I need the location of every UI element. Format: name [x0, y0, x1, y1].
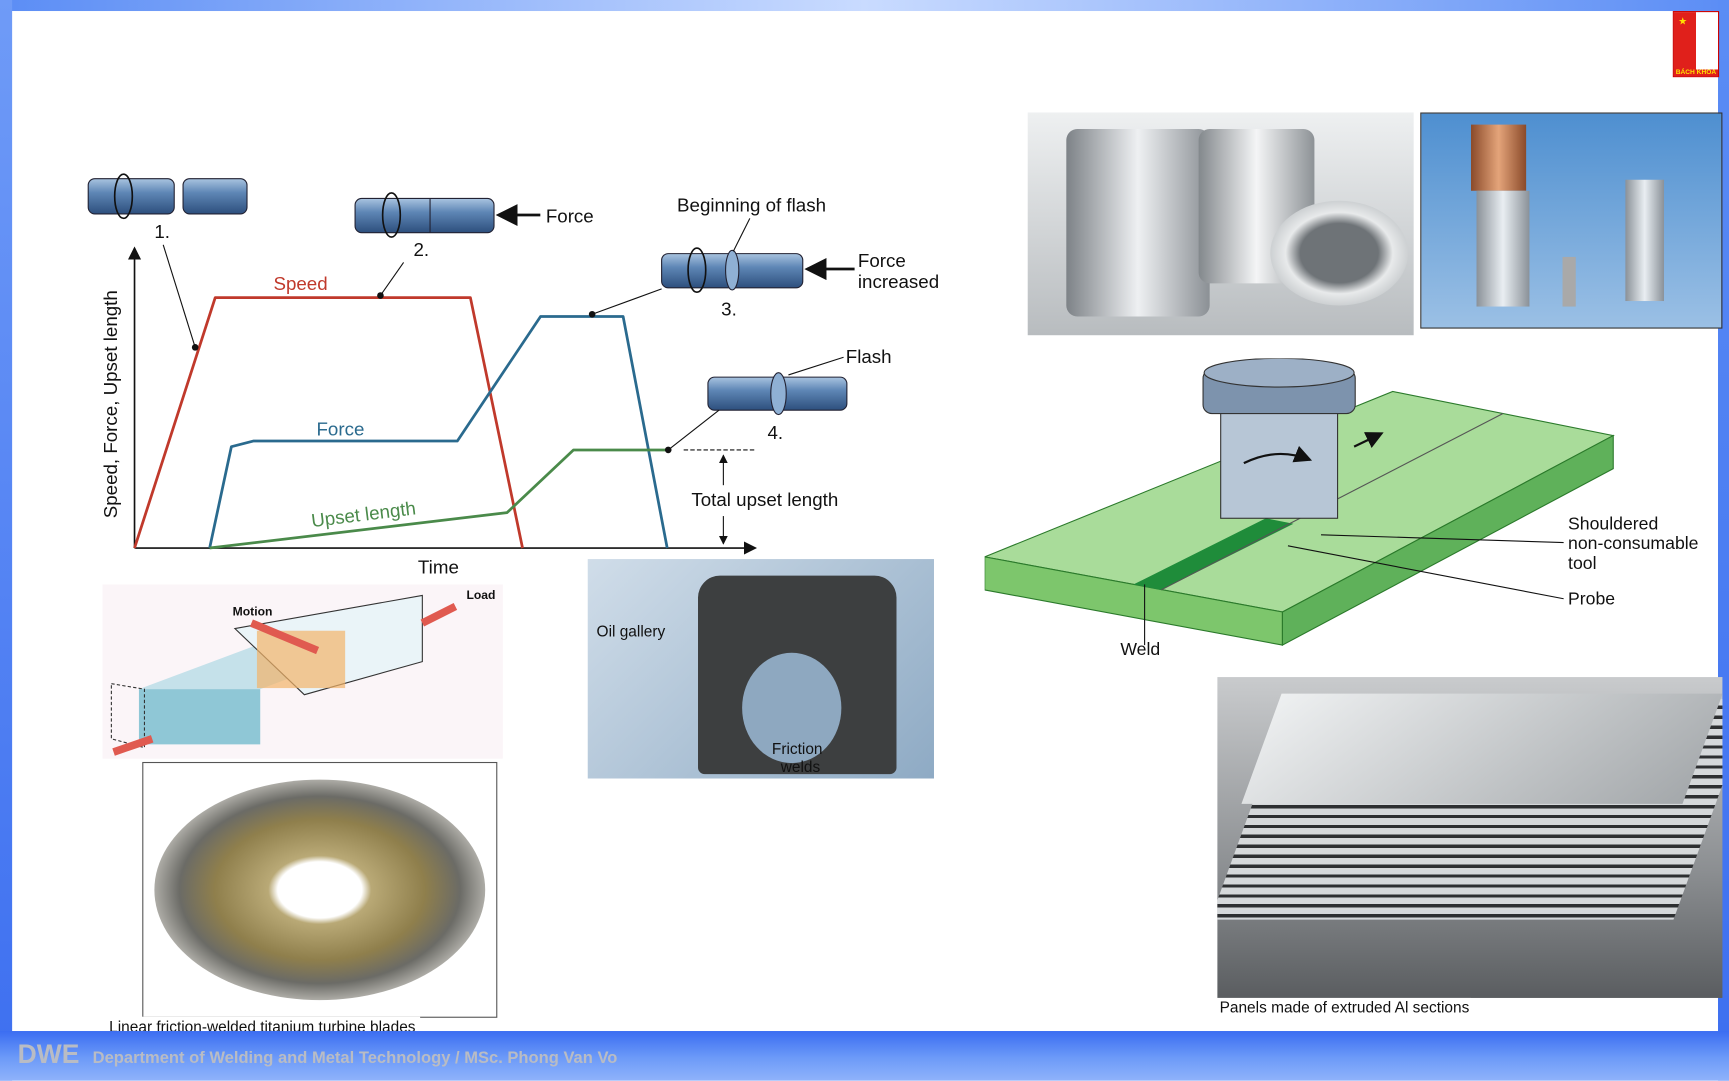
footer-text: Department of Welding and Metal Technolo… [92, 1048, 618, 1068]
slide-frame-top [0, 0, 1729, 12]
friction-welds-label: Friction [771, 739, 823, 758]
step-4-label: 4. [767, 422, 783, 443]
fsw-weld-label: Weld [1120, 640, 1161, 660]
x-axis-label: Time [418, 556, 459, 577]
series-line-upset-length [209, 448, 668, 550]
fsw-tool-label-2: non-consumable [1568, 534, 1699, 554]
series-line-speed [133, 296, 524, 549]
oil-gallery-label: Oil gallery [596, 621, 666, 640]
friction-stir-welding-diagram [984, 358, 1615, 646]
footer-abbr: DWE [17, 1039, 80, 1070]
fsw-probe-label: Probe [1568, 589, 1616, 609]
fsw-tool-label-3: tool [1568, 554, 1597, 574]
logo-text: BÁCH KHOA [1673, 69, 1719, 77]
aluminium-parts-photo [1027, 112, 1414, 336]
load-label: Load [466, 588, 496, 603]
series-label-speed: Speed [273, 273, 327, 294]
pipe-step2 [354, 192, 541, 238]
slide-frame-left [0, 0, 13, 1081]
series-label-force: Force [316, 419, 364, 440]
piston-photo: Oil gallery Friction welds [587, 559, 934, 779]
pipe-step1 [87, 173, 248, 220]
university-logo: ★ BÁCH KHOA [1672, 11, 1720, 78]
pipe-step3 [661, 218, 855, 294]
y-axis-label: Speed, Force, Upset length [100, 290, 121, 518]
friction-welding-chart: 1. 2. 3. 4. Force Beginning of flash For… [87, 173, 939, 577]
series-line-force [208, 315, 669, 549]
force-increased-label: Force [858, 250, 906, 271]
pipe-step4 [707, 356, 848, 416]
chart-markers [191, 292, 672, 454]
friction-welds-label-2: welds [780, 757, 821, 776]
total-upset-length-label: Total upset length [691, 489, 838, 510]
force-increased-label-2: increased [858, 271, 939, 292]
beginning-of-flash-label: Beginning of flash [677, 195, 826, 216]
turbine-blades-photo [142, 761, 498, 1018]
aluminium-panels-photo [1217, 677, 1723, 998]
slide-frame-right [1718, 0, 1729, 1081]
leader-lines [162, 244, 756, 545]
flash-label: Flash [846, 346, 892, 367]
panels-caption: Panels made of extruded Al sections [1217, 997, 1472, 1016]
linear-friction-diagram: Motion Load [102, 584, 503, 759]
step-1-label: 1. [154, 221, 170, 242]
step-2-label: 2. [414, 239, 430, 260]
fsw-tool-label: Shouldered [1568, 514, 1659, 534]
copper-aluminium-parts-photo [1420, 112, 1723, 329]
motion-label: Motion [232, 605, 273, 619]
step-3-label: 3. [721, 298, 737, 319]
slide-footer: DWE Department of Welding and Metal Tech… [0, 1031, 1729, 1081]
force-label: Force [546, 206, 594, 227]
